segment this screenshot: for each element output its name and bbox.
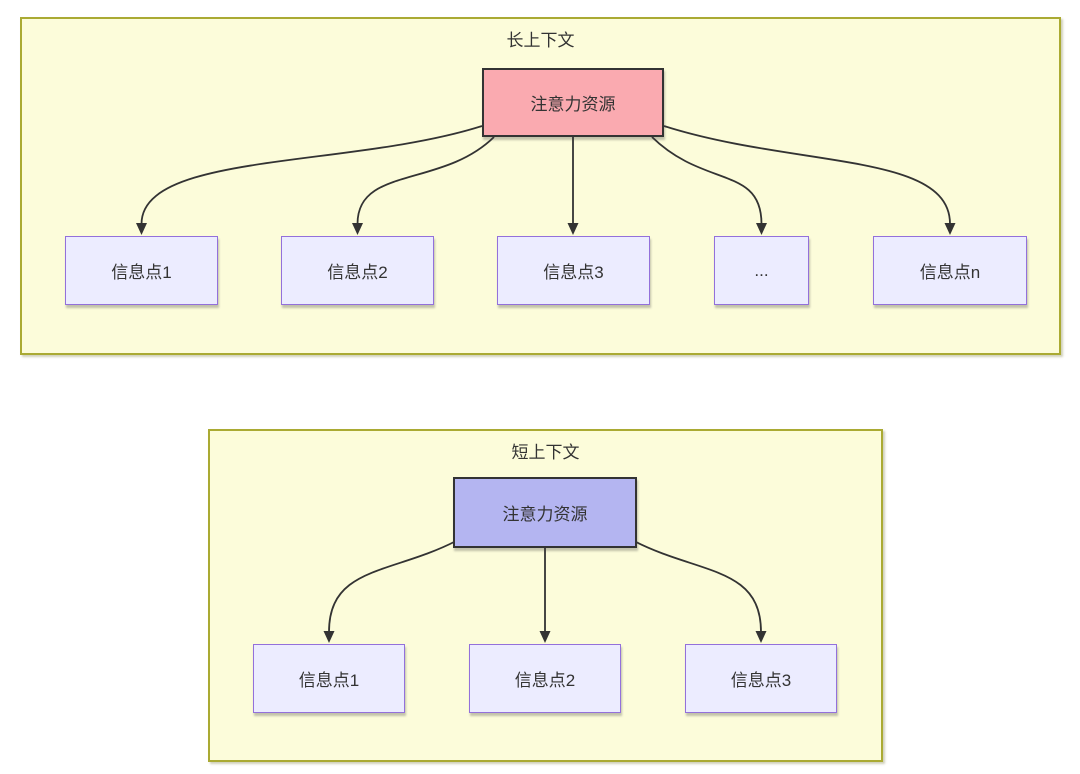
node-long-info-n: 信息点n — [873, 236, 1027, 305]
cluster-long-title: 长上下文 — [506, 31, 575, 50]
cluster-short-title: 短上下文 — [511, 443, 580, 462]
node-short-info-3: 信息点3 — [685, 644, 837, 713]
node-long-info-2: 信息点2 — [281, 236, 434, 305]
node-attention-short: 注意力资源 — [453, 477, 637, 548]
node-long-info-ellipsis: ... — [714, 236, 809, 305]
node-short-info-1: 信息点1 — [253, 644, 405, 713]
node-long-info-3: 信息点3 — [497, 236, 650, 305]
node-short-info-2: 信息点2 — [469, 644, 621, 713]
node-long-info-1: 信息点1 — [65, 236, 218, 305]
node-attention-long: 注意力资源 — [482, 68, 664, 137]
